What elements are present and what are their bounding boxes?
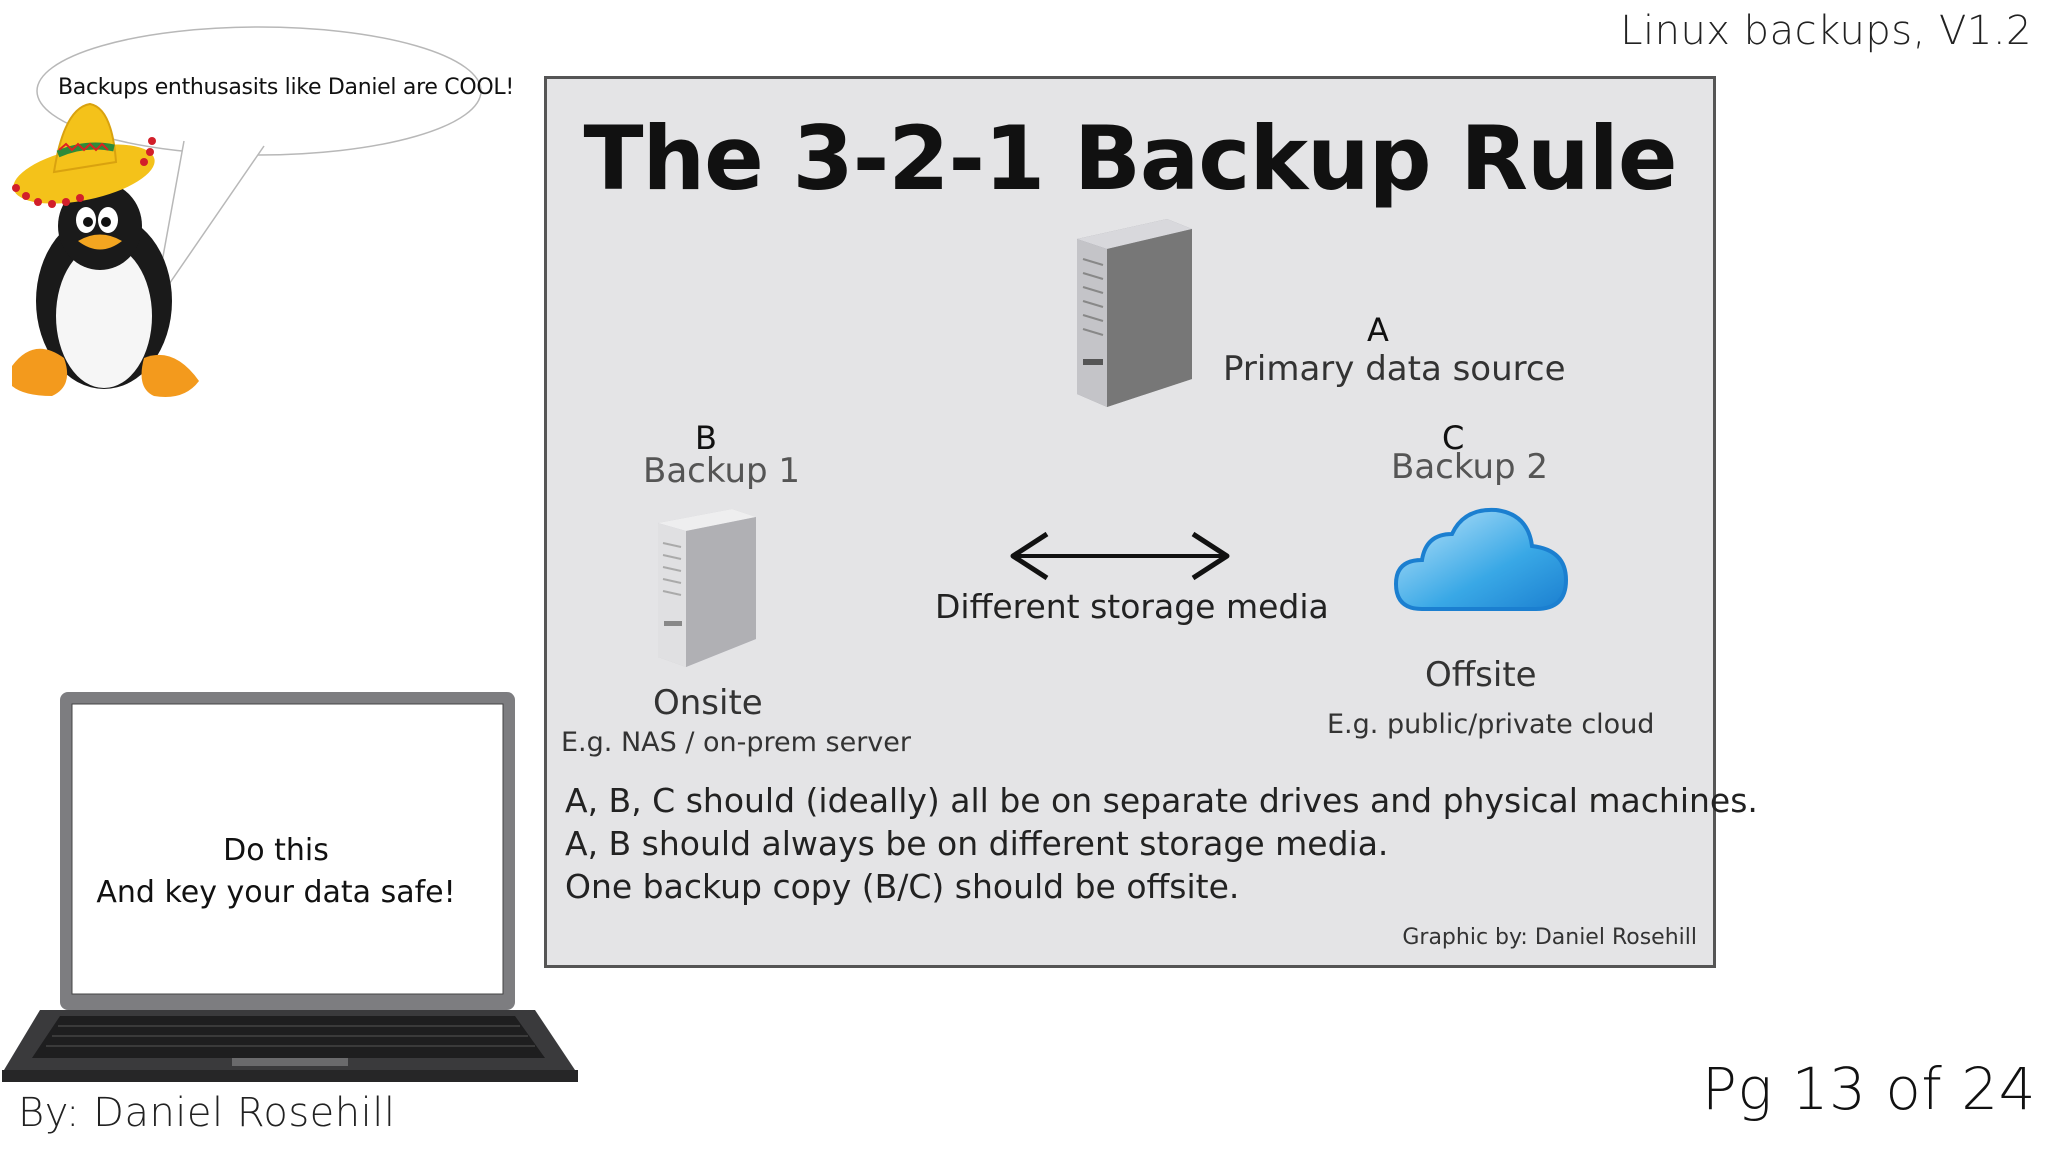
onsite-server-icon: [658, 509, 756, 667]
label-c-letter: C: [1442, 419, 1465, 457]
graphic-title: The 3-2-1 Backup Rule: [583, 107, 1677, 210]
label-c-name: Backup 2: [1391, 447, 1549, 487]
label-b-where: Onsite: [653, 683, 763, 723]
author-byline: By: Daniel Rosehill: [18, 1090, 396, 1136]
label-c-where: Offsite: [1425, 655, 1537, 695]
penguin-sombrero-icon: [12, 102, 199, 397]
rules-list: A, B, C should (ideally) all be on separ…: [565, 779, 1758, 908]
graphic-credit: Graphic by: Daniel Rosehill: [1402, 925, 1697, 950]
double-arrow-icon: [1010, 531, 1230, 581]
rule-1: A, B, C should (ideally) all be on separ…: [565, 781, 1758, 820]
label-a-name: Primary data source: [1223, 349, 1566, 389]
rule-3: One backup copy (B/C) should be offsite.: [565, 867, 1240, 906]
laptop-line-1: Do this: [223, 833, 329, 868]
laptop-icon: [2, 692, 578, 1082]
laptop-line-2: And key your data safe!: [96, 875, 456, 910]
cloud-icon: [1393, 507, 1569, 611]
label-b-letter: B: [695, 419, 717, 457]
speech-bubble: [36, 26, 482, 307]
rule-2: A, B should always be on different stora…: [565, 824, 1389, 863]
deck-title: Linux backups, V1.2: [1620, 8, 2032, 54]
backup-rule-graphic: The 3-2-1 Backup Rule A Primary data sou…: [544, 76, 1758, 968]
speech-bubble-text: Backups enthusasits like Daniel are COOL…: [58, 75, 514, 100]
label-a-letter: A: [1367, 311, 1389, 349]
arrow-label: Different storage media: [935, 587, 1329, 626]
label-b-name: Backup 1: [643, 451, 801, 491]
label-b-example: E.g. NAS / on-prem server: [561, 727, 911, 758]
laptop-screen-text: Do this And key your data safe!: [76, 830, 476, 914]
page-number: Pg 13 of 24: [1701, 1055, 2036, 1123]
primary-server-icon: [1077, 219, 1192, 407]
label-c-example: E.g. public/private cloud: [1327, 709, 1655, 740]
